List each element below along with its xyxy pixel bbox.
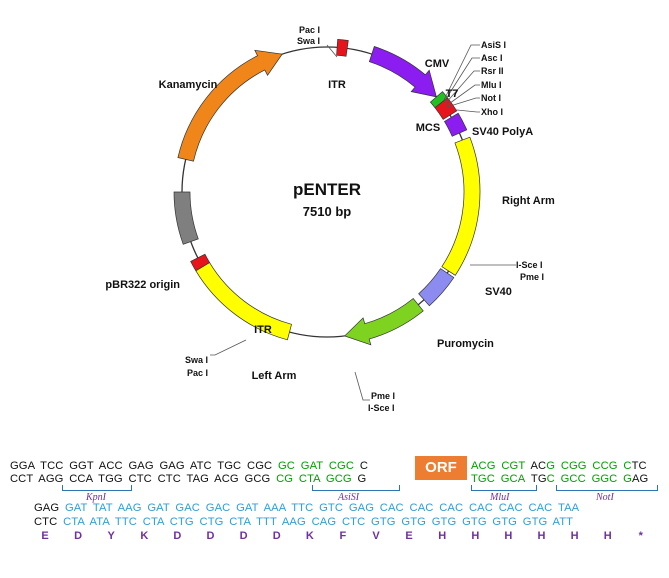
l1br-seg-0: TGC GCA <box>471 473 526 485</box>
l2t-seg-1: GAT TAT AAG GAT GAC GAC GAT AAA TTC GTC … <box>64 502 580 514</box>
amino-acid-9: F <box>339 530 347 542</box>
amino-acid-8: K <box>305 530 314 542</box>
feature-sv40 <box>418 268 455 307</box>
seq-line1-top-left: GGA TCC GGT ACC GAG GAG ATC TGC CGC GC G… <box>10 460 368 472</box>
label-puromycin: Puromycin <box>437 338 494 350</box>
label-right-arm: Right Arm <box>502 195 555 207</box>
amino-acid-10: V <box>372 530 380 542</box>
site-top-swa: Swa I <box>297 36 320 46</box>
amino-acid-7: D <box>272 530 281 542</box>
enzyme-kpni: KpnI <box>86 492 106 503</box>
enzyme-mlui: MluI <box>490 492 510 503</box>
site-swa-bottom: Swa I <box>185 355 208 365</box>
amino-acid-3: K <box>140 530 149 542</box>
label-t7: T7 <box>446 88 459 100</box>
leader-lines <box>210 44 516 401</box>
label-pbr322: pBR322 origin <box>105 279 180 291</box>
amino-acid-6: D <box>239 530 248 542</box>
feature-kanamycin <box>177 49 283 162</box>
l1br-seg-2: C GCC GGC G <box>546 473 632 485</box>
site-top-pac: Pac I <box>299 25 320 35</box>
l1tr-seg-0: ACG CGT <box>471 460 526 472</box>
seq-line1-top-right: ACG CGT ACG CGG CCG CTC <box>471 460 647 472</box>
l2b-seg-1: CTA ATA TTC CTA CTG CTG CTA TTT AAG CAG … <box>63 516 574 528</box>
seq-line2-bottom: CTC CTA ATA TTC CTA CTG CTG CTA TTT AAG … <box>34 516 573 528</box>
plasmid-map: pENTER 7510 bp CMV T7 MCS SV40 PolyA Rig… <box>105 25 555 413</box>
brace-noti <box>556 485 658 491</box>
orf-box: ORF <box>415 456 467 480</box>
amino-acid-15: H <box>537 530 546 542</box>
l1tl-seg-2: C <box>354 460 369 472</box>
brace-kpni <box>62 485 132 491</box>
feature-pbr322 <box>173 191 199 245</box>
enzyme-noti: NotI <box>596 492 614 503</box>
feature-cmv <box>368 46 437 98</box>
amino-acid-13: H <box>471 530 480 542</box>
site-pac-bottom: Pac I <box>187 368 208 378</box>
l1br-seg-3: AG <box>631 473 649 485</box>
feature-right-arm <box>441 136 481 276</box>
feature-itr-top <box>336 38 349 57</box>
amino-acid-1: D <box>74 530 83 542</box>
label-cmv: CMV <box>425 58 450 70</box>
amino-acid-2: Y <box>107 530 115 542</box>
feature-sv40-polya <box>443 112 468 137</box>
seq-line1-bottom-left: CCT AGG CCA TGG CTC CTC TAG ACG GCG CG C… <box>10 473 366 485</box>
l1tl-seg-1: GC GAT CGC <box>277 460 355 472</box>
l1bl-seg-2: G <box>351 473 367 485</box>
site-rsr: Rsr II <box>481 66 504 76</box>
amino-acid-14: H <box>504 530 513 542</box>
brace-mlui <box>471 485 537 491</box>
amino-acid-4: D <box>173 530 182 542</box>
l1tr-seg-2: G CGG CCG C <box>546 460 632 472</box>
feature-left-arm <box>195 262 292 341</box>
amino-acid-5: D <box>206 530 215 542</box>
site-pme-right: Pme I <box>520 272 544 282</box>
l1tr-seg-3: TC <box>631 460 647 472</box>
feature-puromycin <box>344 297 424 346</box>
site-xho: Xho I <box>481 107 503 117</box>
site-pme-bottom: Pme I <box>371 391 395 401</box>
amino-acid-17: H <box>603 530 612 542</box>
l2b-seg-0: CTC <box>34 516 64 528</box>
l1tr-seg-1: AC <box>525 460 547 472</box>
amino-acid-11: E <box>405 530 413 542</box>
site-isce-bottom: I-Sce I <box>368 403 395 413</box>
site-not: Not I <box>481 93 501 103</box>
amino-acid-16: H <box>570 530 579 542</box>
plasmid-name: pENTER <box>293 180 361 199</box>
amino-acid-0: E <box>41 530 49 542</box>
label-sv40-polya: SV40 PolyA <box>472 126 533 138</box>
label-kanamycin: Kanamycin <box>159 79 218 91</box>
enzyme-asisi: AsiSI <box>338 492 360 503</box>
site-isce-right: I-Sce I <box>516 260 543 270</box>
label-sv40: SV40 <box>485 286 512 298</box>
l1bl-seg-0: CCT AGG CCA TGG CTC CTC TAG ACG GCG <box>10 473 277 485</box>
brace-asisi <box>312 485 400 491</box>
site-asc: Asc I <box>481 53 503 63</box>
l2t-seg-0: GAG <box>34 502 65 514</box>
sequence-panel: GGA TCC GGT ACC GAG GAG ATC TGC CGC GC G… <box>0 450 669 578</box>
label-left-arm: Left Arm <box>252 370 297 382</box>
site-asis: AsiS I <box>481 40 506 50</box>
label-itr-bottom: ITR <box>254 324 272 336</box>
l1br-seg-1: TG <box>525 473 547 485</box>
seq-line1-bottom-right: TGC GCA TGC GCC GGC GAG <box>471 473 648 485</box>
site-mlu: Mlu I <box>481 80 502 90</box>
amino-acid-12: H <box>438 530 447 542</box>
l1bl-seg-1: CG CTA GCG <box>276 473 352 485</box>
seq-line2-top: GAG GAT TAT AAG GAT GAC GAC GAT AAA TTC … <box>34 502 579 514</box>
feature-itr-bottom <box>190 253 211 272</box>
label-mcs: MCS <box>416 122 440 134</box>
l1tl-seg-0: GGA TCC GGT ACC GAG GAG ATC TGC CGC <box>10 460 278 472</box>
plasmid-size: 7510 bp <box>303 204 351 219</box>
amino-acid-18: * <box>638 530 643 542</box>
label-itr-top: ITR <box>328 79 346 91</box>
